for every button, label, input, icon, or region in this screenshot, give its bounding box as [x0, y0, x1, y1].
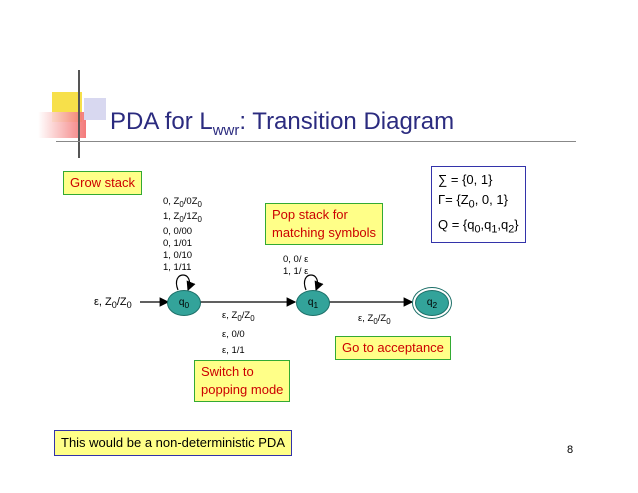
q0-loop-labels: 0, Z0/0Z0 1, Z0/1Z0 0, 0/00 0, 1/01 1, 0…	[163, 196, 202, 274]
q0-q1-label-2: ε, 0/0	[222, 328, 245, 340]
q0-loop-label-3: 0, 0/00	[163, 225, 193, 237]
slide-title: PDA for Lwwr: Transition Diagram	[110, 108, 455, 139]
callout-pop-stack: Pop stack for matching symbols	[265, 203, 384, 245]
q1-loop-labels: 0, 0/ ε 1, 1/ ε	[283, 254, 308, 278]
start-transition-label: ε, Z0/Z0	[94, 296, 132, 311]
q0-loop-label-6: 1, 1/11	[163, 261, 192, 273]
q0-loop-label-5: 1, 0/10	[163, 249, 193, 261]
q0-q1-label-1: ε, Z0/Z0	[222, 310, 255, 323]
callout-switch-mode: Switch to popping mode	[194, 360, 291, 402]
page-number: 8	[567, 444, 574, 456]
callout-grow-stack: Grow stack	[63, 171, 143, 195]
state-q0: q0	[167, 290, 201, 316]
q0-q1-labels: ε, Z0/Z0 ε, 0/0 ε, 1/1	[222, 310, 255, 357]
definition-sigma: ∑ = {0, 1}	[438, 172, 493, 187]
q1-loop-label-1: 0, 0/ ε	[283, 254, 309, 265]
title-vertical-rule	[78, 70, 80, 158]
state-q2: q2	[415, 290, 449, 316]
title-horizontal-rule	[56, 141, 576, 142]
loop-q1	[303, 274, 324, 292]
state-q1: q1	[296, 290, 330, 316]
title-decoration-lavender	[84, 98, 106, 120]
q1-loop-label-2: 1, 1/ ε	[283, 266, 309, 277]
definition-states: Q = {q0,q1,q2}	[438, 216, 519, 236]
state-q2-accept-ring	[412, 287, 452, 319]
loop-q0	[175, 274, 196, 292]
callout-non-deterministic: This would be a non-deterministic PDA	[54, 430, 292, 456]
q1-q2-label: ε, Z0/Z0	[358, 313, 391, 326]
callout-go-to-acceptance: Go to acceptance	[335, 336, 451, 360]
definitions-box: ∑ = {0, 1} Γ= {Z0, 0, 1} Q = {q0,q1,q2}	[431, 166, 526, 244]
q0-loop-label-4: 0, 1/01	[163, 237, 193, 249]
q0-loop-label-1: 0, Z0/0Z0	[163, 196, 202, 209]
q0-loop-label-2: 1, Z0/1Z0	[163, 210, 202, 224]
q0-q1-label-3: ε, 1/1	[222, 344, 245, 356]
definition-gamma: Γ= {Z0, 0, 1}	[438, 192, 508, 211]
